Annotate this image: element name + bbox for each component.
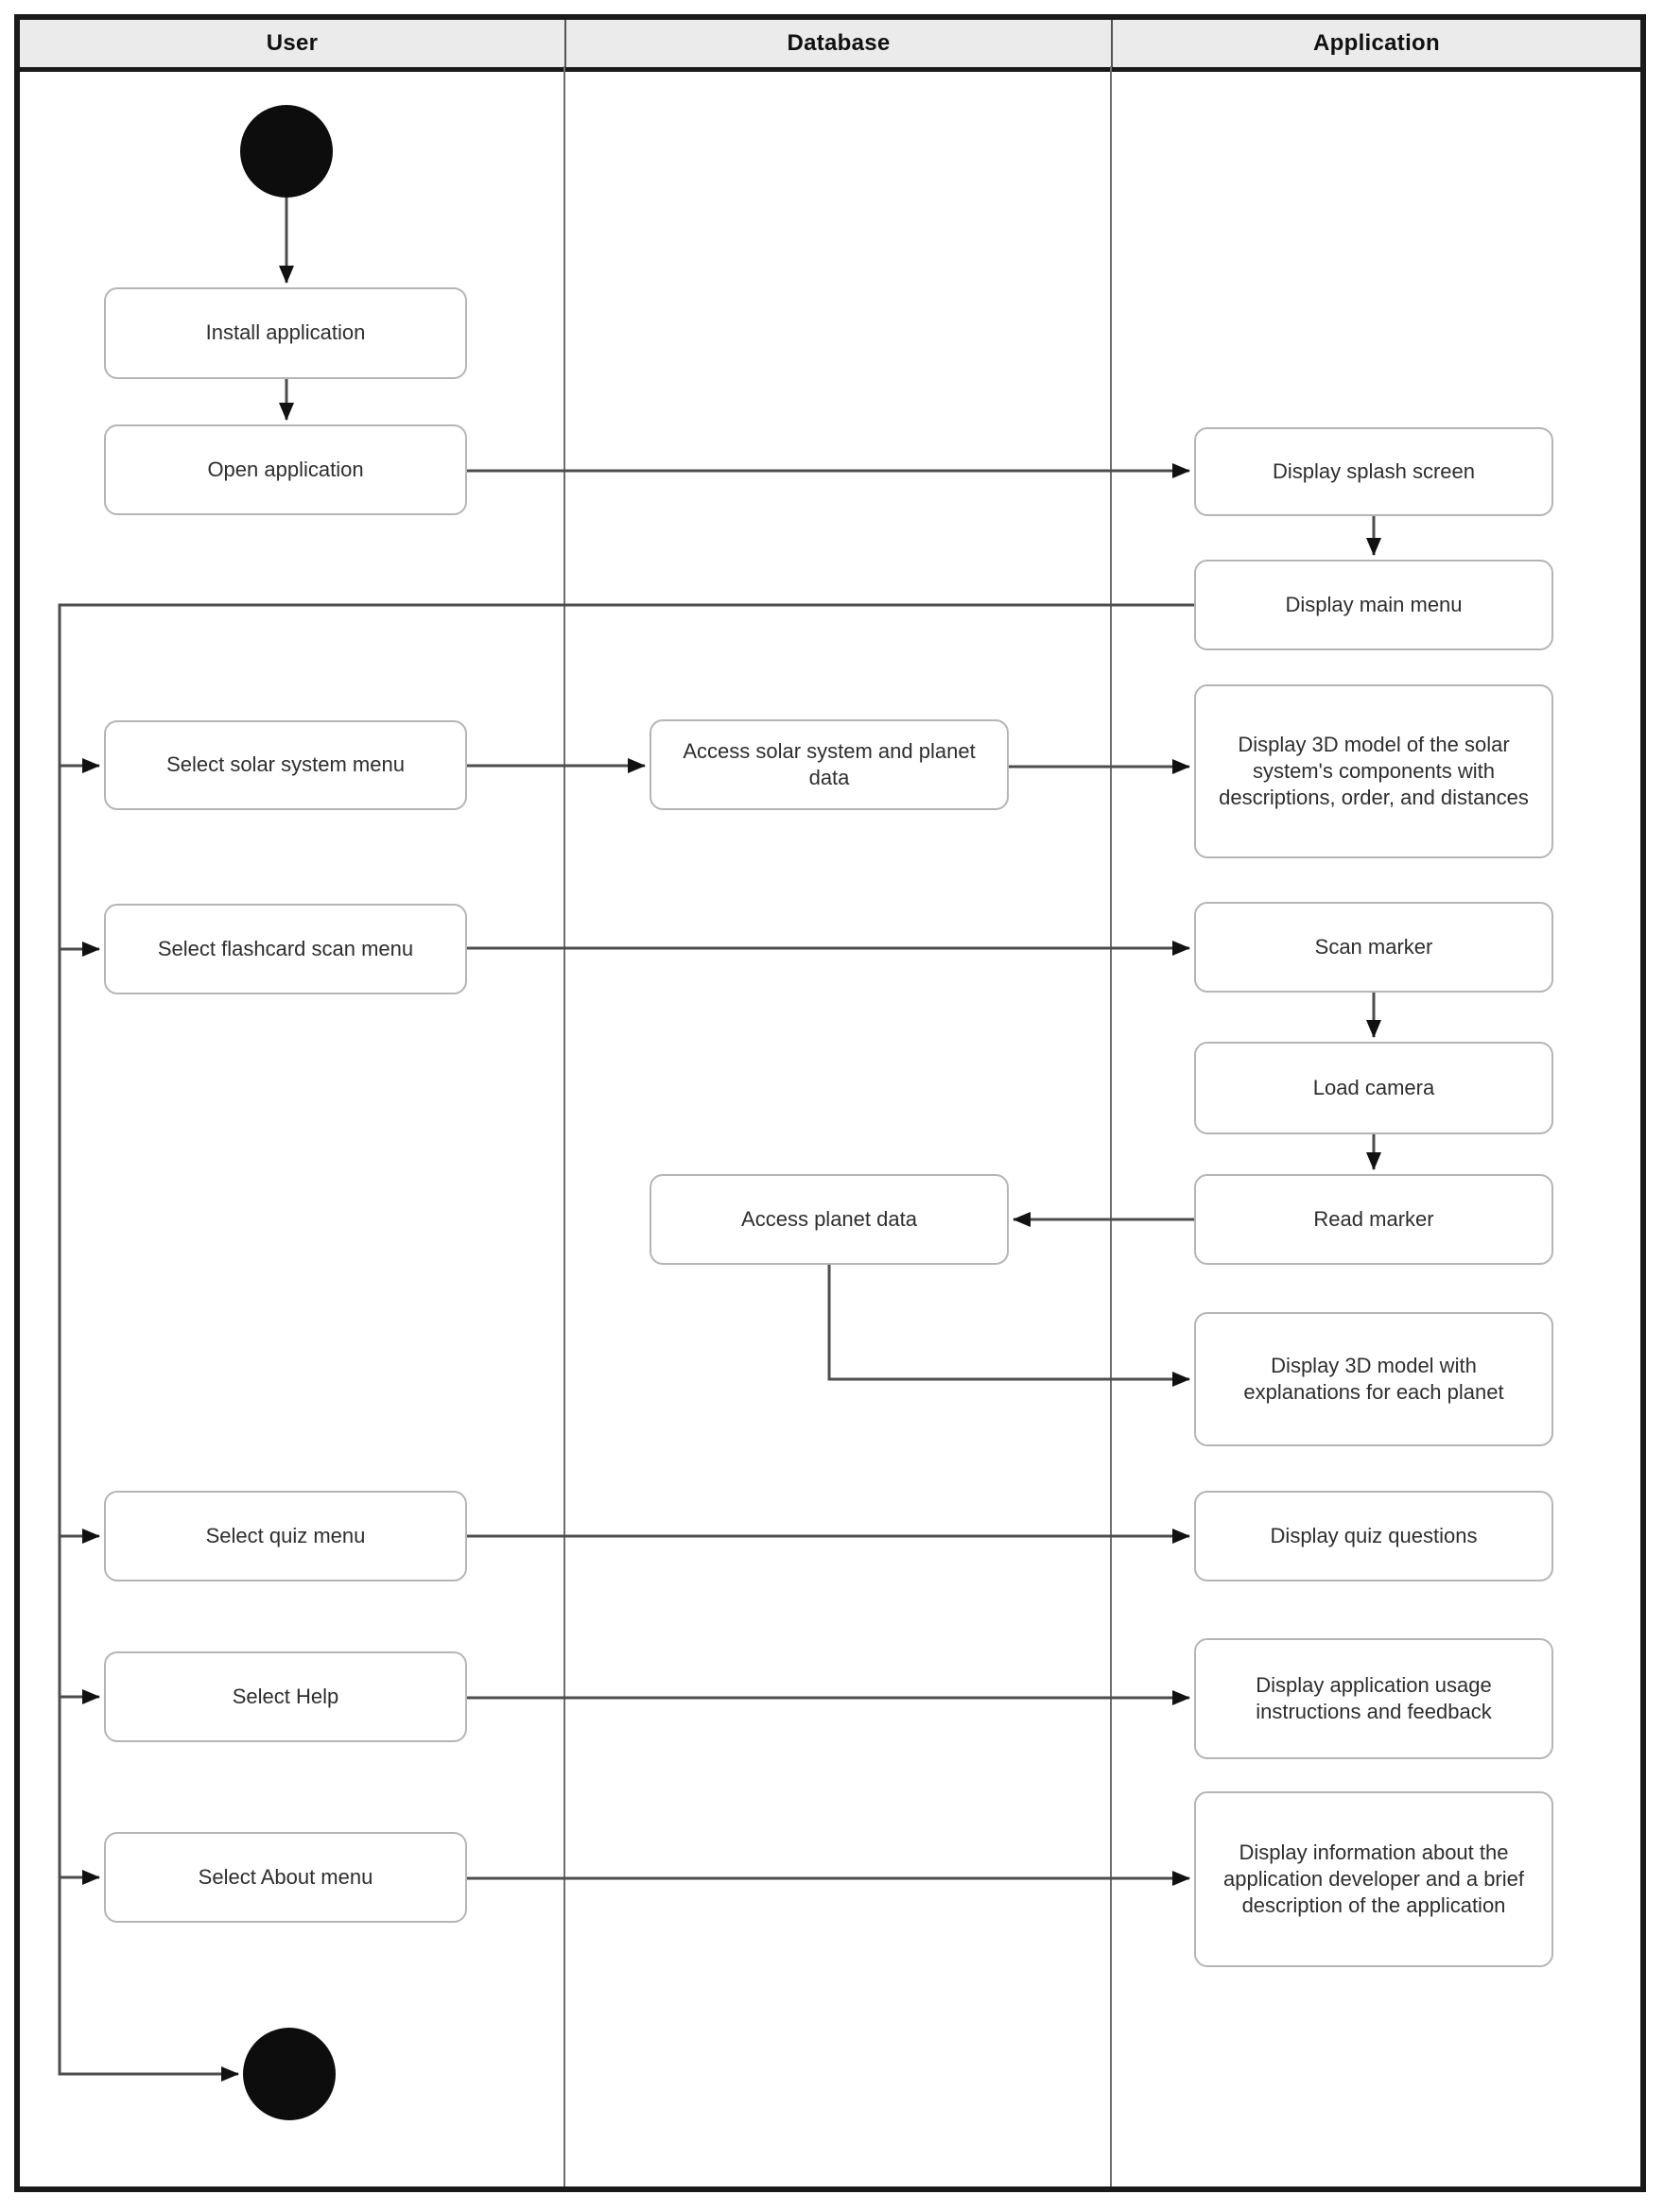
activity-install-application: Install application <box>104 287 467 379</box>
activity-label: Display quiz questions <box>1270 1523 1478 1547</box>
activity-display-usage-instructions: Display application usage instructions a… <box>1194 1638 1553 1759</box>
activity-label: Read marker <box>1313 1206 1434 1231</box>
start-node <box>240 105 333 198</box>
activity-access-planet-data: Access planet data <box>650 1174 1009 1265</box>
lane-header-database: Database <box>564 20 1111 67</box>
diagram-frame: User Database Application <box>14 14 1646 2192</box>
activity-display-main-menu: Display main menu <box>1194 560 1553 650</box>
activity-label: Display main menu <box>1285 592 1463 616</box>
activity-label: Open application <box>207 457 364 481</box>
activity-open-application: Open application <box>104 424 467 515</box>
activity-select-help: Select Help <box>104 1651 467 1742</box>
activity-label: Display 3D model with explanations for e… <box>1243 1353 1504 1404</box>
activity-label: Select flashcard scan menu <box>157 936 414 960</box>
activity-select-quiz-menu: Select quiz menu <box>104 1491 467 1581</box>
activity-access-solar-system-and-planet-data: Access solar system and planet data <box>650 719 1009 810</box>
activity-load-camera: Load camera <box>1194 1042 1553 1134</box>
activity-label: Select Help <box>232 1684 339 1708</box>
activity-read-marker: Read marker <box>1194 1174 1553 1265</box>
activity-label: Select quiz menu <box>205 1523 366 1547</box>
activity-label: Access planet data <box>741 1206 917 1231</box>
lane-header-application: Application <box>1111 20 1640 67</box>
activity-label: Install application <box>205 320 366 345</box>
activity-label: Scan marker <box>1314 934 1433 959</box>
activity-scan-marker: Scan marker <box>1194 902 1553 993</box>
activity-display-3d-model-each-planet: Display 3D model with explanations for e… <box>1194 1312 1553 1446</box>
activity-display-splash-screen: Display splash screen <box>1194 427 1553 516</box>
activity-display-3d-model-solar-system: Display 3D model of the solar system's c… <box>1194 684 1553 858</box>
end-node <box>243 2028 336 2120</box>
activity-label: Display application usage instructions a… <box>1256 1672 1492 1723</box>
lane-header-user: User <box>266 30 319 56</box>
activity-select-about-menu: Select About menu <box>104 1832 467 1923</box>
activity-select-flashcard-scan-menu: Select flashcard scan menu <box>104 904 467 994</box>
activity-label: Select solar system menu <box>166 752 405 777</box>
activity-label: Load camera <box>1312 1075 1435 1099</box>
activity-label: Display information about the applicatio… <box>1222 1840 1524 1918</box>
activity-display-quiz-questions: Display quiz questions <box>1194 1491 1553 1581</box>
activity-select-solar-system-menu: Select solar system menu <box>104 720 467 810</box>
activity-label: Access solar system and planet data <box>683 738 976 789</box>
activity-label: Display splash screen <box>1273 458 1475 483</box>
activity-label: Display 3D model of the solar system's c… <box>1219 732 1529 810</box>
activity-label: Select About menu <box>198 1864 373 1889</box>
activity-display-about-information: Display information about the applicatio… <box>1194 1791 1553 1967</box>
lane-header-row: User Database Application <box>20 20 1640 72</box>
